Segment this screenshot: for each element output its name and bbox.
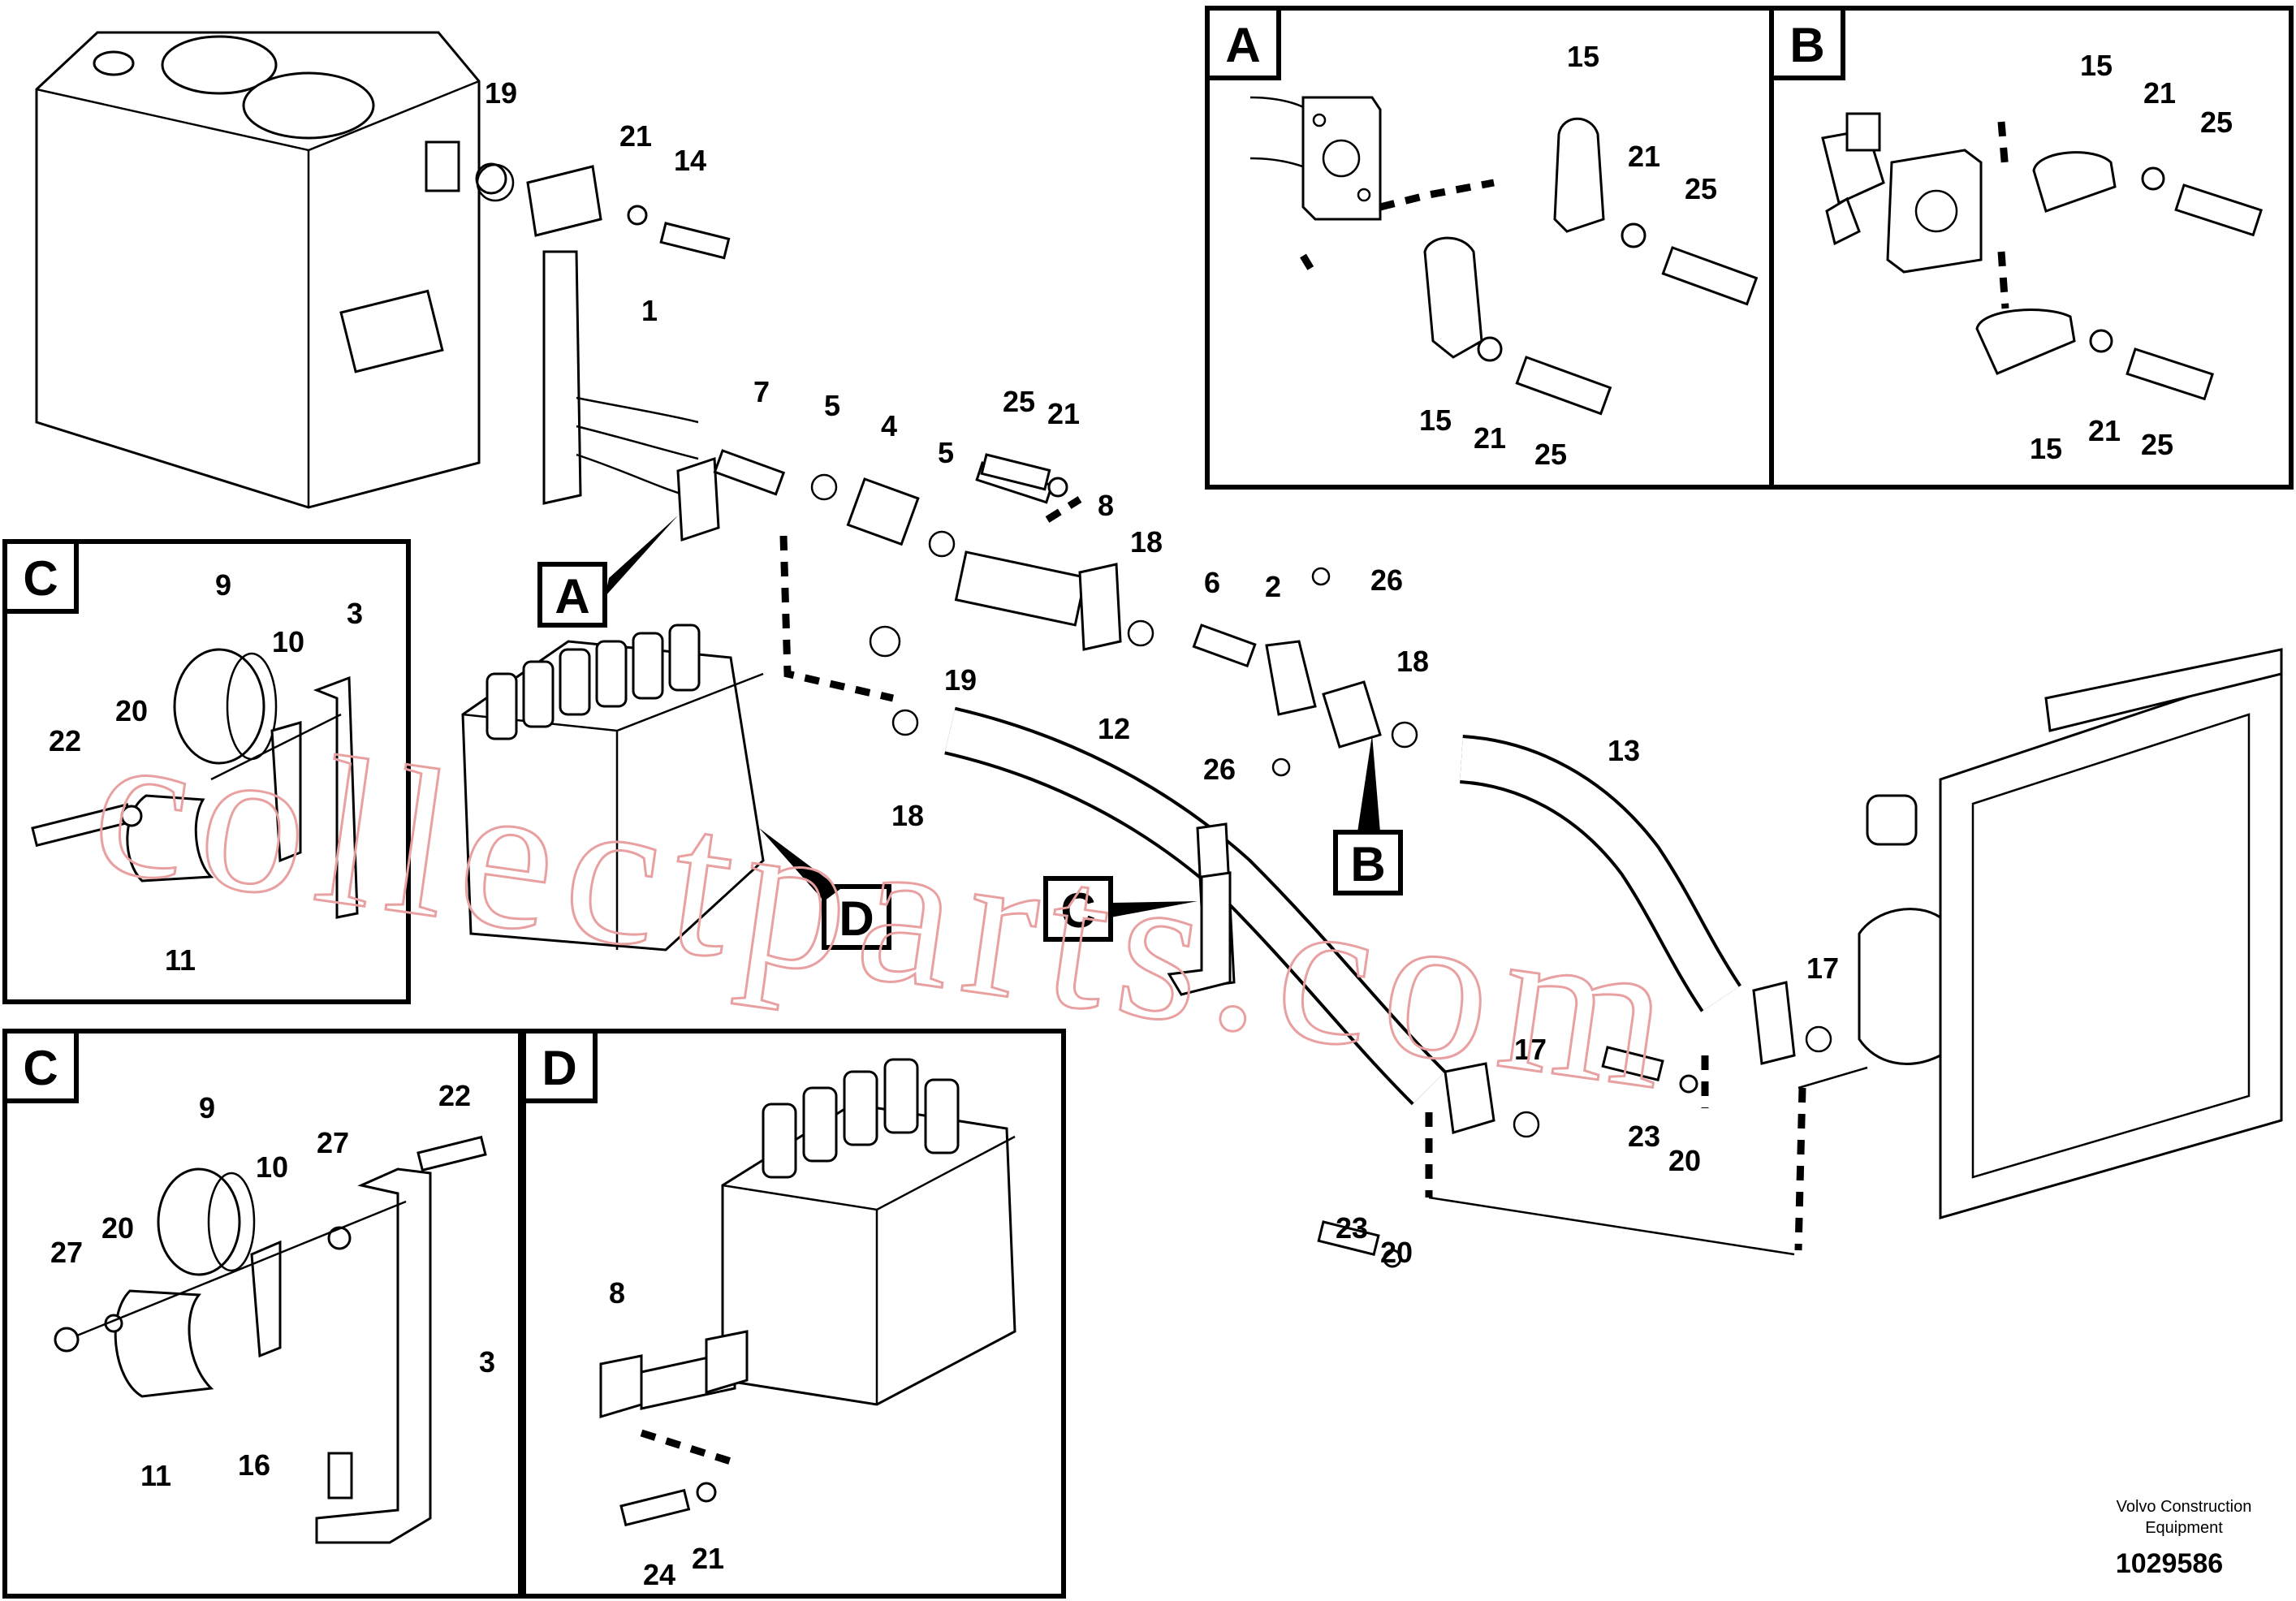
callout-label: 25 <box>1685 172 1717 205</box>
callout-label: 25 <box>1003 385 1035 418</box>
footer: Volvo Construction Equipment 1029586 <box>2116 1498 2252 1579</box>
callout-label: 5 <box>824 389 840 422</box>
pointer-d-letter: D <box>839 891 874 946</box>
main-valve-solenoids <box>486 624 701 740</box>
callout-label: 25 <box>2200 106 2233 139</box>
callout-label: 9 <box>199 1091 215 1124</box>
detail-box-c-upper: C 9 10 3 20 22 11 <box>2 539 411 1004</box>
callout-label: 20 <box>1668 1144 1701 1177</box>
callout-label: 15 <box>2030 432 2062 465</box>
callout-label: 14 <box>674 144 706 177</box>
callout-label: 4 <box>881 409 897 442</box>
callout-label: 5 <box>938 436 954 469</box>
oil-cooler <box>1858 648 2283 1219</box>
callout-label: 26 <box>1370 563 1403 597</box>
callout-label: 10 <box>272 625 304 658</box>
callout-label: 18 <box>891 799 924 832</box>
callout-label: 11 <box>165 943 196 977</box>
hydraulic-tank <box>35 31 481 509</box>
callout-label: 18 <box>1130 525 1163 559</box>
callout-label: 16 <box>238 1448 270 1482</box>
callout-label: 2 <box>1265 570 1281 603</box>
callout-label: 20 <box>1380 1236 1413 1269</box>
callout-label: 21 <box>1047 397 1080 430</box>
callout-label: 1 <box>641 294 658 327</box>
callout-label: 21 <box>2143 76 2176 110</box>
callout-label: 8 <box>1098 489 1114 522</box>
detail-box-d: D 8 24 21 <box>521 1029 1066 1599</box>
callout-label: 9 <box>215 568 231 602</box>
callout-label: 6 <box>1204 566 1220 599</box>
callout-label: 8 <box>609 1276 625 1310</box>
callout-label: 20 <box>115 694 148 727</box>
pointer-b: B <box>1333 735 1403 895</box>
callout-label: 21 <box>1628 140 1660 173</box>
pointer-b-letter: B <box>1350 837 1385 891</box>
callout-label: 27 <box>317 1126 349 1159</box>
callout-label: 22 <box>49 724 81 757</box>
detail-box-d-letter: D <box>542 1041 576 1095</box>
callout-label: 13 <box>1608 734 1640 767</box>
valve-solenoids <box>762 1058 960 1179</box>
callout-label: 21 <box>2088 414 2121 447</box>
footer-company-line2: Equipment <box>2145 1519 2223 1537</box>
callout-label: 10 <box>256 1150 288 1184</box>
detail-box-b: B 15 21 25 15 21 25 <box>1769 6 2294 490</box>
pointer-a: A <box>537 516 678 628</box>
callout-label: 20 <box>101 1211 134 1245</box>
callout-label: 12 <box>1098 712 1130 745</box>
drawing-number: 1029586 <box>2116 1548 2223 1579</box>
callout-label: 17 <box>1806 952 1839 985</box>
callout-label: 7 <box>753 375 770 408</box>
callout-label: 3 <box>479 1345 495 1379</box>
detail-box-b-letter: B <box>1789 18 1824 72</box>
callout-label: 27 <box>50 1236 83 1269</box>
main-assembly: A D C B 19 21 14 1 7 5 4 5 25 21 8 18 6 … <box>35 31 2283 1269</box>
detail-box-c-lower-letter: C <box>23 1041 58 1095</box>
pointer-d: D <box>759 828 891 950</box>
pointer-c: C <box>1043 876 1198 942</box>
callout-label: 26 <box>1203 753 1236 786</box>
callout-label: 25 <box>2141 428 2173 461</box>
callout-label: 19 <box>485 76 517 110</box>
detail-box-c-upper-letter: C <box>23 551 58 606</box>
callout-label: 23 <box>1628 1120 1660 1153</box>
callout-label: 25 <box>1534 438 1567 471</box>
pointer-c-letter: C <box>1060 883 1095 938</box>
callout-label: 23 <box>1336 1211 1368 1245</box>
footer-company-line1: Volvo Construction <box>2117 1498 2252 1516</box>
pointer-a-letter: A <box>555 569 589 624</box>
callout-label: 15 <box>1567 40 1599 73</box>
callout-label: 21 <box>692 1542 724 1575</box>
callout-label: 21 <box>1474 421 1506 455</box>
callout-label: 18 <box>1396 645 1429 678</box>
callout-label: 17 <box>1514 1033 1547 1066</box>
callout-label: 3 <box>347 597 363 630</box>
callout-label: 15 <box>2080 49 2113 82</box>
callout-label: 11 <box>140 1459 171 1492</box>
detail-box-c-lower: C 9 22 10 27 27 20 3 11 16 <box>2 1029 523 1599</box>
callout-label: 21 <box>619 119 652 153</box>
callout-label: 22 <box>438 1079 471 1112</box>
callout-label: 15 <box>1419 403 1452 437</box>
callout-label: 24 <box>643 1558 675 1591</box>
callout-label: 19 <box>944 663 977 697</box>
detail-box-a-letter: A <box>1225 18 1260 72</box>
detail-box-a: A 15 21 25 15 21 25 <box>1205 6 1774 490</box>
